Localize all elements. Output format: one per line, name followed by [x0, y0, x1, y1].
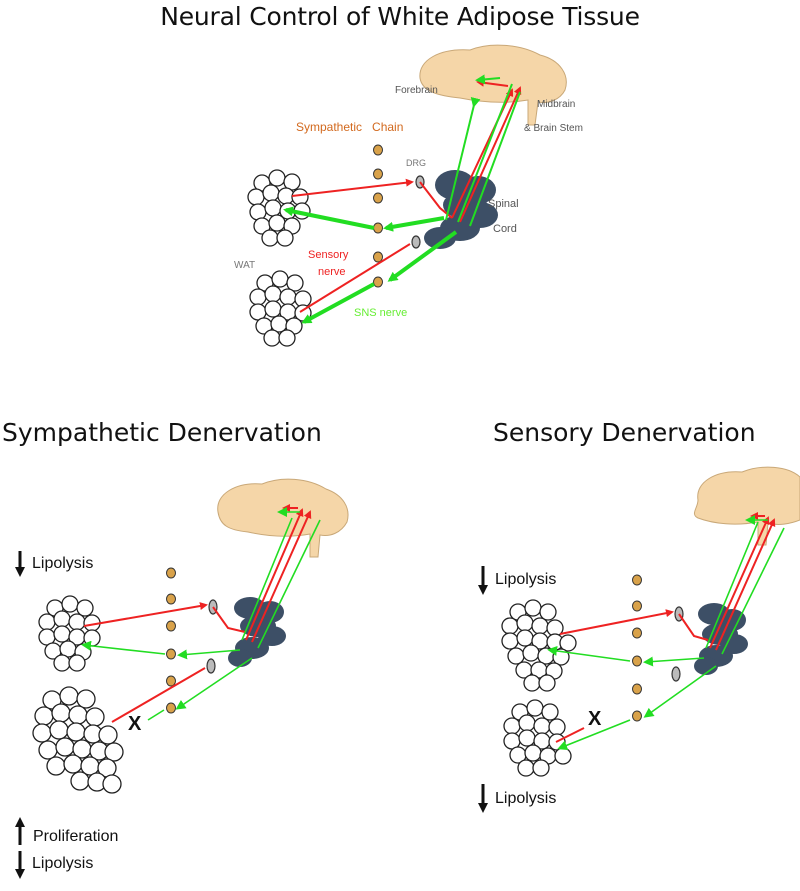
drg-ganglion-lower — [206, 658, 216, 674]
wat-cluster-lower — [249, 270, 312, 347]
cut-mark: X — [128, 713, 142, 735]
drg-label: DRG — [406, 158, 426, 168]
sympathetic-chain — [373, 144, 383, 288]
sympathetic-chain-label: Sympathetic Chain — [296, 120, 403, 134]
wat-label: WAT — [234, 260, 255, 271]
sns-nerve-label: SNS nerve — [354, 307, 407, 319]
lipolysis-label: Lipolysis — [495, 790, 556, 807]
brain — [217, 478, 349, 558]
brain-stem-label: & Brain Stem — [524, 123, 583, 134]
sensory-nerves — [555, 512, 776, 743]
brain — [419, 44, 567, 126]
sensory-label: Sensory — [308, 249, 349, 261]
left-panel-title: Sympathetic Denervation — [2, 418, 322, 447]
sympathetic-chain — [166, 567, 176, 714]
lipolysis-label: Lipolysis — [32, 855, 93, 872]
spinal-label: Spinal — [488, 198, 519, 210]
wat-cluster-lower — [503, 699, 572, 777]
sensory-nerves — [83, 504, 312, 723]
right-panel: X Lipolysis Lipolysis — [478, 466, 800, 813]
sns-nerves — [547, 515, 785, 751]
cord-label: Cord — [493, 223, 517, 235]
wat-cluster-upper — [38, 595, 101, 672]
wat-cluster-lower-enlarged — [32, 686, 124, 794]
lipolysis-label: Lipolysis — [495, 571, 556, 588]
wat-cluster-upper — [501, 599, 577, 692]
drg-ganglion-lower — [411, 235, 421, 249]
midbrain-label: Midbrain — [537, 99, 575, 110]
sensory-nerve-label: nerve — [318, 266, 346, 278]
sns-nerves — [283, 74, 521, 324]
drg-ganglion-lower — [671, 666, 681, 682]
sns-nerves — [81, 507, 321, 721]
cut-mark: X — [588, 708, 602, 730]
right-panel-title: Sensory Denervation — [493, 418, 756, 447]
sympathetic-chain — [632, 574, 642, 722]
wat-cluster-upper — [247, 169, 311, 247]
brain — [693, 466, 800, 546]
lipolysis-label: Lipolysis — [32, 555, 93, 572]
top-panel: Forebrain Midbrain & Brain Stem Sympathe… — [234, 44, 583, 347]
left-panel: X Lipolysis Proliferation Lipolysis — [15, 478, 349, 879]
main-title: Neural Control of White Adipose Tissue — [160, 2, 640, 31]
forebrain-label: Forebrain — [395, 85, 438, 96]
proliferation-label: Proliferation — [33, 828, 118, 845]
